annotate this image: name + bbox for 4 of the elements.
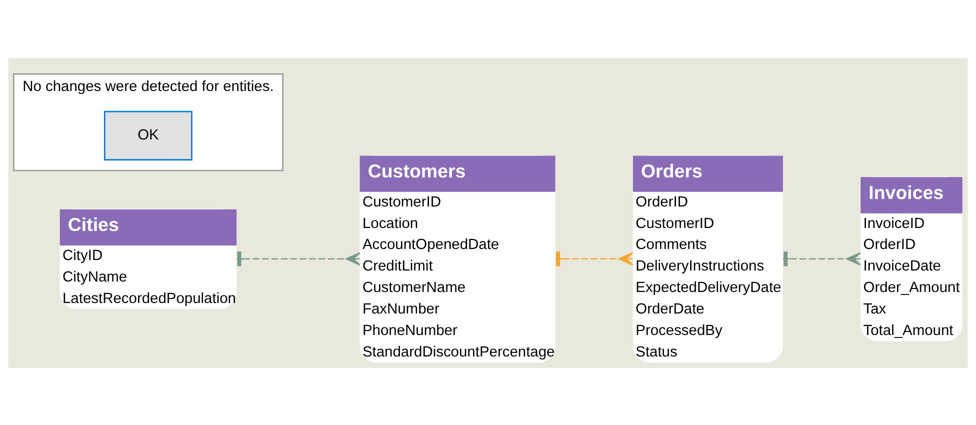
connector xyxy=(555,251,634,266)
connector xyxy=(782,251,861,266)
connector xyxy=(236,251,360,266)
node-box: OK xyxy=(104,110,192,160)
